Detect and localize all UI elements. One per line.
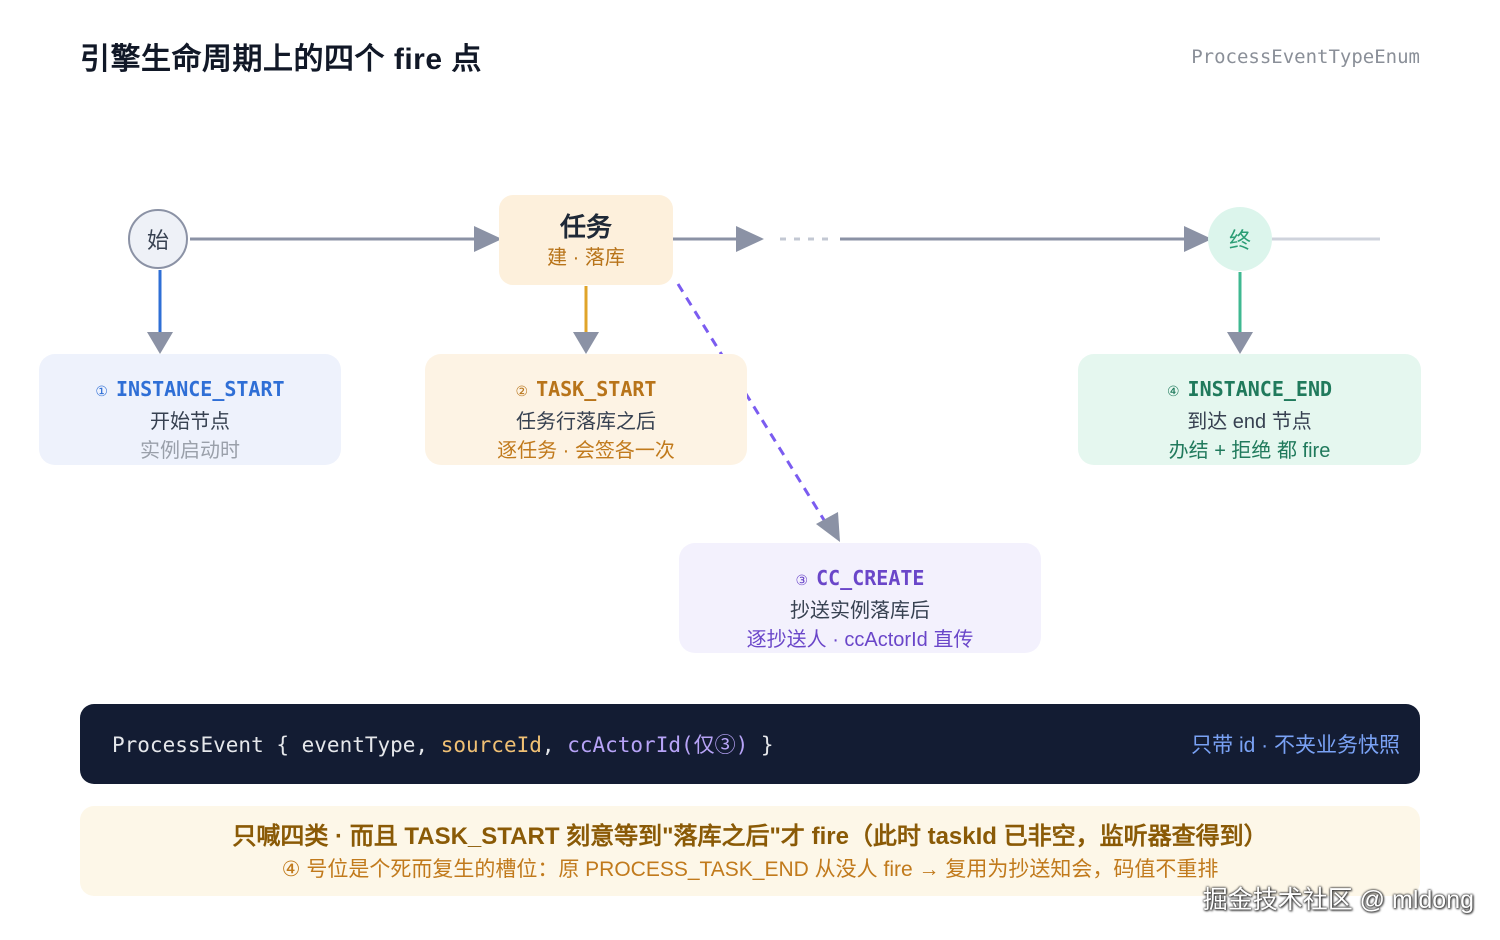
summary-note: 只喊四类 · 而且 TASK_START 刻意等到"落库之后"才 fire（此时…	[80, 806, 1420, 896]
branch-cc-create	[676, 283, 826, 521]
timeline-arrow-3	[1184, 226, 1212, 252]
card-instance-end: ④ INSTANCE_END 到达 end 节点 办结 + 拒绝 都 fire	[1078, 354, 1421, 465]
card-description: 任务行落库之后	[516, 411, 656, 433]
end-node: 终	[1208, 207, 1272, 271]
card-description: 到达 end 节点	[1187, 411, 1312, 433]
summary-line-1: 只喊四类 · 而且 TASK_START 刻意等到"落库之后"才 fire（此时…	[232, 823, 1268, 850]
watermark: 掘金技术社区 @ mldong	[1202, 886, 1474, 914]
card-detail: 实例启动时	[140, 440, 240, 462]
card-detail: 办结 + 拒绝 都 fire	[1168, 440, 1331, 462]
branch-arrow-task-start	[573, 332, 599, 354]
timeline-arrow-2	[736, 226, 764, 252]
card-event-name: CC_CREATE	[816, 566, 925, 590]
branch-arrow-instance-start	[147, 332, 173, 354]
code-note: 只带 id · 不夹业务快照	[1191, 734, 1400, 757]
card-number: ①	[95, 384, 108, 400]
card-detail: 逐抄送人 · ccActorId 直传	[746, 629, 974, 651]
card-instance-start: ① INSTANCE_START 开始节点 实例启动时	[39, 354, 341, 465]
branch-arrow-instance-end	[1227, 332, 1253, 354]
enum-tag: ProcessEventTypeEnum	[1191, 46, 1420, 68]
task-node: 任务 建 · 落库	[499, 195, 673, 285]
card-number: ②	[515, 384, 529, 400]
process-event-code-bar: ProcessEvent { eventType, sourceId, ccAc…	[80, 704, 1420, 784]
card-event-name: TASK_START	[536, 377, 657, 401]
code-source-id: sourceId	[440, 733, 542, 757]
timeline-arrow-1	[474, 226, 502, 252]
flow-diagram	[147, 226, 1380, 542]
summary-line-2: ④ 号位是个死而复生的槽位：原 PROCESS_TASK_END 从没人 fir…	[281, 858, 1219, 881]
page-title: 引擎生命周期上的四个 fire 点	[80, 43, 482, 76]
task-node-title: 任务	[559, 212, 612, 242]
card-task-start: ② TASK_START 任务行落库之后 逐任务 · 会签各一次	[425, 354, 747, 465]
card-description: 开始节点	[150, 411, 230, 433]
card-number: ③	[795, 573, 809, 589]
branch-arrow-cc-create	[816, 512, 840, 542]
card-event-name: INSTANCE_START	[115, 377, 285, 401]
code-cc-actor-id: ccActorId(仅③)	[567, 733, 749, 757]
card-number: ④	[1166, 384, 1180, 400]
start-node: 始	[128, 209, 188, 269]
card-detail: 逐任务 · 会签各一次	[497, 440, 675, 462]
card-cc-create: ③ CC_CREATE 抄送实例落库后 逐抄送人 · ccActorId 直传	[679, 543, 1041, 653]
task-node-subtitle: 建 · 落库	[547, 247, 625, 269]
code-signature: ProcessEvent { eventType, sourceId, ccAc…	[112, 733, 774, 757]
card-event-name: INSTANCE_END	[1187, 377, 1333, 401]
card-description: 抄送实例落库后	[790, 600, 930, 622]
